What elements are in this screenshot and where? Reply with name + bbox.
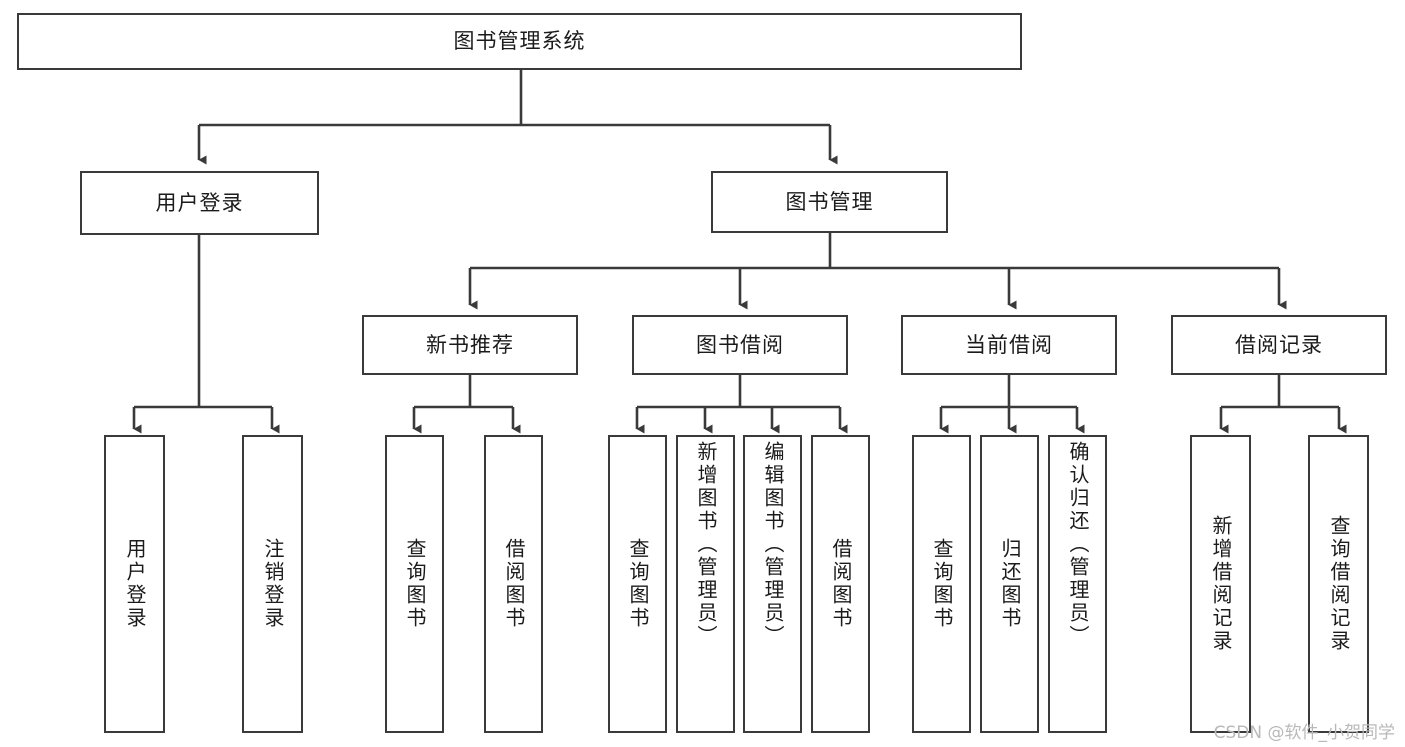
node-label: 图书管理系统 xyxy=(453,29,586,54)
leaf-query-book-recommend[interactable]: 查询图书 xyxy=(385,435,444,733)
node-label: 归还图书 xyxy=(998,538,1022,630)
node-new-book-recommend[interactable]: 新书推荐 xyxy=(362,315,578,375)
leaf-add-borrow-record[interactable]: 新增借阅记录 xyxy=(1190,435,1251,733)
leaf-query-book-borrow[interactable]: 查询图书 xyxy=(608,435,667,733)
node-label: 图书管理 xyxy=(785,189,874,214)
leaf-edit-book-admin[interactable]: 编辑图书（管理员） xyxy=(743,435,802,733)
node-label: 新增借阅记录 xyxy=(1209,515,1233,653)
csdn-watermark: CSDN @软件_小贺同学 xyxy=(1213,723,1395,743)
node-label: 查询图书 xyxy=(930,538,954,630)
leaf-query-book-current[interactable]: 查询图书 xyxy=(912,435,971,733)
node-label: 查询图书 xyxy=(626,538,650,630)
leaf-logout[interactable]: 注销登录 xyxy=(242,435,303,733)
node-label: 编辑图书（管理员） xyxy=(761,441,785,648)
node-label: 借阅记录 xyxy=(1235,332,1323,357)
node-label: 新书推荐 xyxy=(426,332,514,357)
leaf-query-borrow-record[interactable]: 查询借阅记录 xyxy=(1308,435,1369,733)
node-label: 新增图书（管理员） xyxy=(694,441,718,648)
node-label: 用户登录 xyxy=(155,190,244,215)
node-current-borrow[interactable]: 当前借阅 xyxy=(901,315,1117,375)
leaf-add-book-admin[interactable]: 新增图书（管理员） xyxy=(676,435,735,733)
node-label: 注销登录 xyxy=(261,538,285,630)
node-label: 查询图书 xyxy=(403,538,427,630)
node-book-management[interactable]: 图书管理 xyxy=(711,171,948,233)
node-borrow-records[interactable]: 借阅记录 xyxy=(1171,315,1387,375)
leaf-user-login[interactable]: 用户登录 xyxy=(104,435,165,733)
node-label: 用户登录 xyxy=(123,538,147,630)
node-label: 借阅图书 xyxy=(829,538,853,630)
node-book-borrow[interactable]: 图书借阅 xyxy=(632,315,848,375)
leaf-confirm-return-admin[interactable]: 确认归还（管理员） xyxy=(1048,435,1107,733)
node-user-login[interactable]: 用户登录 xyxy=(80,171,319,235)
node-label: 图书借阅 xyxy=(696,332,784,357)
node-label: 当前借阅 xyxy=(965,332,1053,357)
node-label: 确认归还（管理员） xyxy=(1066,441,1090,648)
leaf-borrow-book[interactable]: 借阅图书 xyxy=(811,435,870,733)
node-label: 查询借阅记录 xyxy=(1327,515,1351,653)
leaf-return-book[interactable]: 归还图书 xyxy=(980,435,1039,733)
node-root-system[interactable]: 图书管理系统 xyxy=(17,13,1022,70)
leaf-borrow-book-recommend[interactable]: 借阅图书 xyxy=(484,435,543,733)
node-label: 借阅图书 xyxy=(502,538,526,630)
